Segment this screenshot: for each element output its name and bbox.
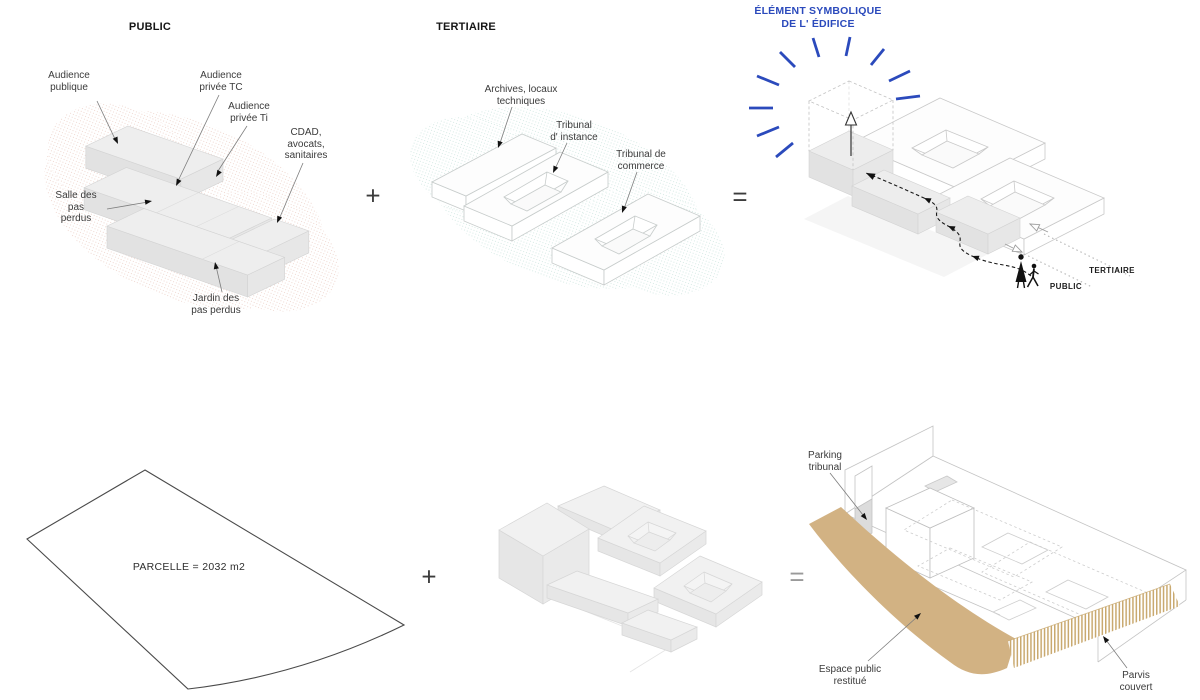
equals-operator-top: = [732,181,748,212]
parcel-outline-diagram [26,469,406,690]
public-space-band [809,507,1016,675]
final-scheme-diagram [809,425,1187,675]
public-massing-diagram [44,94,339,312]
symbolic-element-diagram [749,36,1131,289]
parcel-area-label: PARCELLE = 2032 m2 [132,561,246,573]
symbolic-element-title: ÉLÉMENT SYMBOLIQUE DE L' ÉDIFICE [754,5,882,30]
label-espace-public: Espace public restitué [818,664,882,687]
label-audience-publique: Audience publique [48,70,90,93]
flow-guide-lines [1004,223,1131,288]
public-annotation-arrows [96,94,304,293]
label-jardin-pas-perdus: Jardin des pas perdus [191,293,241,316]
label-tribunal-commerce: Tribunal de commerce [616,149,666,172]
tertiaire-massing-diagram [410,106,725,296]
ground-shadow [804,196,988,277]
tertiaire-plates [431,133,701,286]
tertiaire-annotation-arrows [497,106,638,213]
combined-massing-diagram [498,485,763,673]
plus-operator-top: + [365,180,381,211]
label-tertiaire-flow: TERTIAIRE [1089,266,1135,275]
gray-program-blocks [808,130,1021,255]
label-salle-pas-perdus: Salle des pas perdus [55,190,97,224]
label-audience-privee-tc: Audience privée TC [199,70,243,93]
public-blocks [83,125,310,298]
raise-arrow [844,110,858,156]
label-public-flow: PUBLIC [1049,282,1083,291]
equals-operator-bottom: = [789,561,805,592]
tertiaire-title: TERTIAIRE [436,21,496,33]
public-walk-path [865,172,1032,277]
plus-operator-bottom: + [421,561,437,592]
public-title: PUBLIC [128,21,172,33]
final-annotation-arrows [829,472,1128,669]
person-icons [1015,254,1039,289]
covered-forecourt-hatch [1008,584,1180,668]
sun-rays [749,36,921,159]
label-audience-privee-ti: Audience privée Ti [228,101,270,124]
site-wireframe [844,425,1187,663]
label-tribunal-instance: Tribunal d' instance [550,120,598,143]
label-parvis-couvert: Parvis couvert [1119,670,1153,693]
label-cdad: CDAD, avocats, sanitaires [284,127,328,161]
label-parking-tribunal: Parking tribunal [808,450,842,473]
label-archives: Archives, locaux techniques [484,84,558,107]
